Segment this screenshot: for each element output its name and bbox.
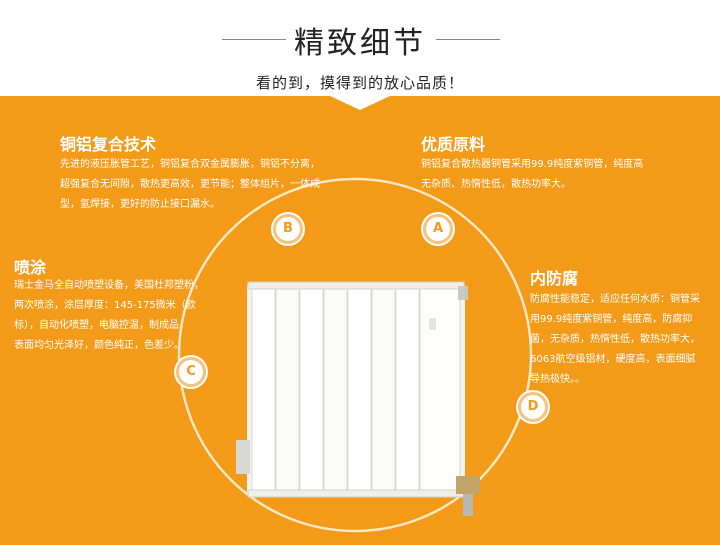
badge-c: C xyxy=(176,357,206,387)
badge-b: B xyxy=(273,214,303,244)
header-notch xyxy=(330,96,390,110)
section-title-anticorrosion: 内防腐 xyxy=(530,269,579,288)
feature-ring xyxy=(177,177,533,533)
radiator xyxy=(236,281,480,516)
section-title-copper-aluminum: 铜铝复合技术 xyxy=(60,135,157,154)
title-divider-left xyxy=(222,39,286,40)
page-title: 精致细节 xyxy=(294,26,426,61)
section-text-materials: 铜铝复合散热器铜管采用99.9纯度紫铜管，纯度高 无杂质、热惰性低，散热功率大。 xyxy=(421,159,644,190)
section-title-materials: 优质原料 xyxy=(421,135,486,154)
section-title-spray: 喷涂 xyxy=(14,258,47,277)
section-text-anticorrosion: 防腐性能稳定，适应任何水质：铜管采 用99.9纯度紫铜管，纯度高，防腐抑 菌，无… xyxy=(530,294,700,385)
title-divider-right xyxy=(436,39,500,40)
badge-a: A xyxy=(423,214,453,244)
section-text-spray: 瑞士金马全自动喷塑设备，美国杜邦塑粉， 两次喷涂，涂层厚度：145-175微米（… xyxy=(14,280,204,351)
header-band xyxy=(0,0,720,96)
badge-d: D xyxy=(518,392,548,422)
section-text-copper-aluminum: 先进的液压胀管工艺，铜铝复合双金属膨胀，铜铝不分离， 超强复合无间隙，散热更高效… xyxy=(60,159,320,210)
page-subtitle: 看的到，摸得到的放心品质！ xyxy=(255,74,464,92)
